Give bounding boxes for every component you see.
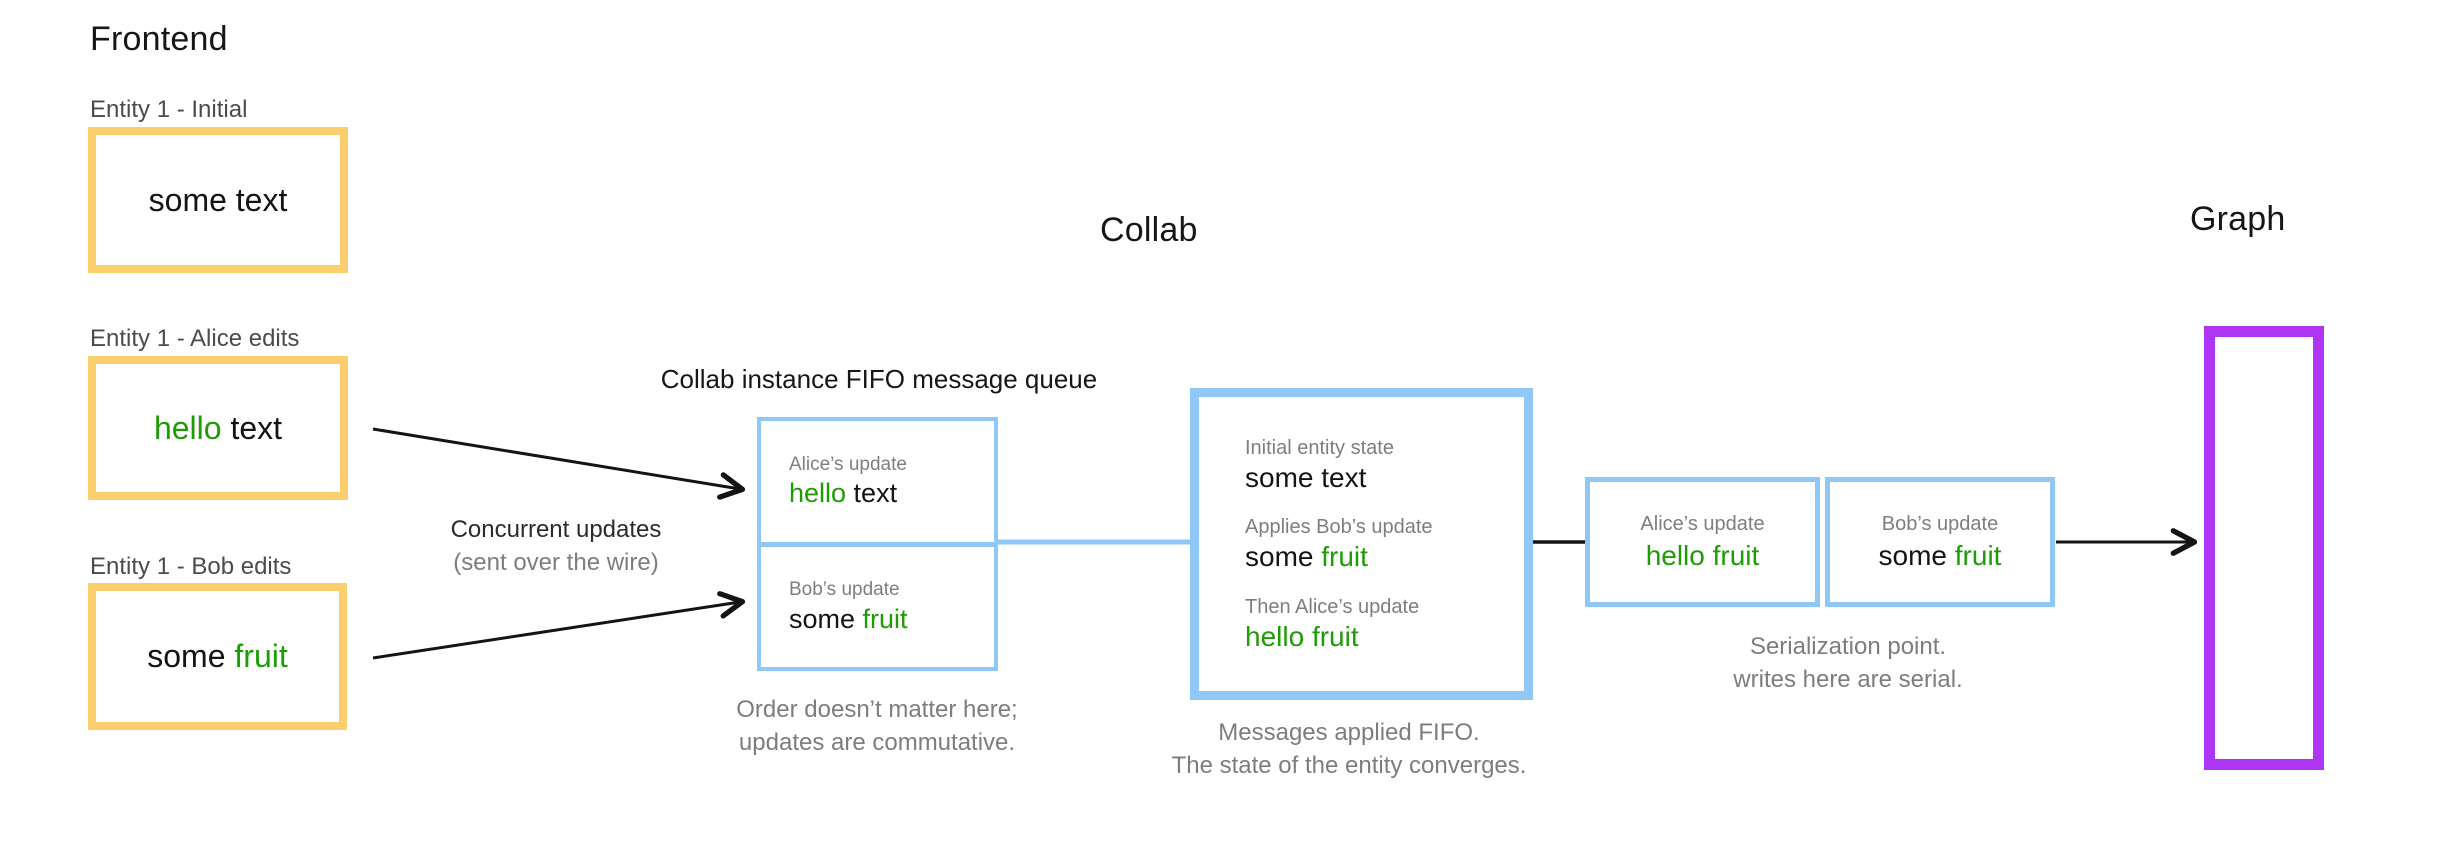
entity-bob-label: Entity 1 - Bob edits (90, 553, 292, 580)
alice-update-arrow (372, 427, 746, 500)
frontend-section-title: Frontend (90, 20, 228, 58)
concurrent-updates-caption: Concurrent updates (sent over the wire) (396, 513, 716, 579)
entity-alice-value: hello text (153, 409, 283, 446)
concurrent-updates-line1: Concurrent updates (450, 516, 662, 543)
state-after-alice-value: hello fruit (1245, 620, 1359, 652)
entity-bob-value: some fruit (147, 638, 288, 674)
state-after-bob-label: Applies Bob’s update (1245, 516, 1433, 539)
serialization-cell-alice-value: hello fruit (1645, 540, 1760, 571)
queue-cell-alice-value: hello text (789, 478, 898, 509)
serialization-boxes: Alice’s update hello fruit Bob’s update … (1585, 477, 2055, 607)
entity-initial-value: some text (148, 181, 288, 218)
entity-initial-label: Entity 1 - Initial (90, 96, 248, 123)
queue-cell-bob-label: Bob’s update (789, 579, 900, 601)
collab-state-box: Initial entity state some text Applies B… (1190, 388, 1533, 700)
serialization-cell-bob-value: some fruit (1878, 540, 2002, 571)
bob-update-arrow (372, 591, 746, 660)
serialization-cell-bob-label: Bob’s update (1881, 513, 1999, 535)
graph-box (2204, 326, 2324, 770)
queue-note-line1: Order doesn’t matter here; (736, 696, 1018, 723)
collab-state-note-line2: The state of the entity converges. (1171, 752, 1527, 780)
serialization-cell-alice: Alice’s update hello fruit (1585, 477, 1820, 607)
serialization-note-line1: Serialization point. (1749, 633, 1947, 660)
graph-section-title: Graph (2190, 200, 2286, 238)
queue-note: Order doesn’t matter here; updates are c… (627, 693, 1127, 759)
collab-section-title: Collab (1100, 211, 1198, 249)
collab-state-note-line1: Messages applied FIFO. (1218, 719, 1480, 746)
state-initial: Initial entity state some text (1245, 435, 1524, 495)
state-after-alice: Then Alice’s update hello fruit (1245, 594, 1524, 654)
queue-cell-alice-label: Alice’s update (789, 453, 907, 475)
fifo-queue-box: Alice’s update hello text Bob’s update s… (757, 417, 998, 671)
state-initial-value: some text (1245, 461, 1367, 493)
serialization-cell-bob: Bob’s update some fruit (1825, 477, 2055, 607)
entity-initial-box: some text (88, 127, 348, 273)
state-initial-label: Initial entity state (1245, 436, 1394, 459)
serialization-note-line2: writes here are serial. (1733, 666, 1963, 694)
entity-alice-box: hello text (88, 356, 348, 500)
entity-alice-label: Entity 1 - Alice edits (90, 325, 300, 352)
queue-cell-bob-value: some fruit (789, 603, 908, 634)
queue-cell-alice: Alice’s update hello text (761, 421, 994, 547)
queue-cell-bob: Bob’s update some fruit (761, 547, 994, 668)
serialization-note: Serialization point. writes here are ser… (1598, 630, 2098, 696)
collab-state-note: Messages applied FIFO. The state of the … (1099, 716, 1599, 782)
queue-note-line2: updates are commutative. (738, 729, 1016, 757)
fifo-queue-title: Collab instance FIFO message queue (660, 364, 1098, 394)
state-after-bob: Applies Bob’s update some fruit (1245, 514, 1524, 574)
serialization-cell-alice-label: Alice’s update (1640, 513, 1765, 535)
entity-bob-box: some fruit (88, 583, 347, 730)
concurrent-updates-line2: (sent over the wire) (453, 549, 659, 577)
state-after-bob-value: some fruit (1245, 541, 1368, 573)
state-after-alice-label: Then Alice’s update (1245, 595, 1420, 618)
